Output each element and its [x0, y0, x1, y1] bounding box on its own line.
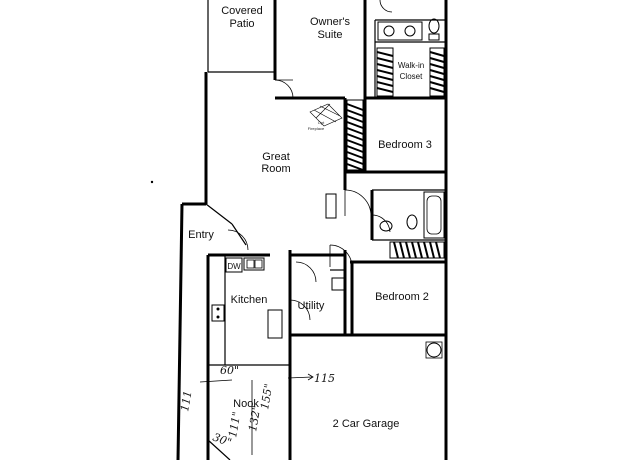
bedroom-2-label: Bedroom 2 [375, 291, 429, 303]
measurement-155: 155" [258, 383, 275, 411]
fixtures [211, 18, 445, 359]
nook-label: Nook [233, 398, 259, 410]
measurement-111b: 111 [178, 390, 194, 413]
walk-in-closet-label: Walk-in [398, 61, 424, 70]
walls [176, 0, 448, 460]
room-labels: Covered Patio Owner's Suite Walk-in Clos… [188, 5, 432, 430]
covered-patio-label-2: Patio [229, 18, 254, 30]
closet-hatching [309, 47, 445, 259]
fireplace-label-2: Fireplace [308, 126, 325, 131]
measurement-60: 60" [220, 364, 239, 377]
measurement-111: 111" [226, 411, 243, 439]
owners-suite-label-2: Suite [317, 29, 342, 41]
entry-label: Entry [188, 229, 214, 241]
stray-mark [150, 180, 154, 184]
measurement-115: 115 [314, 372, 335, 385]
garage-label: 2 Car Garage [333, 418, 400, 430]
measurement-132: 132" [246, 405, 263, 433]
covered-patio-label: Covered [221, 5, 263, 17]
great-room-label-2: Room [261, 163, 290, 175]
owners-suite-label: Owner's [310, 16, 350, 28]
handwritten-measurements: 60" 115 155" 132" 111" 30" 111 [178, 364, 335, 455]
dishwasher-label: DW [227, 262, 241, 271]
walk-in-closet-label-2: Closet [400, 72, 423, 81]
bedroom-3-label: Bedroom 3 [378, 139, 432, 151]
fixture-labels: DW Opt Fireplace [227, 120, 325, 271]
doors [227, 0, 393, 321]
kitchen-label: Kitchen [231, 294, 268, 306]
great-room-label: Great [262, 151, 290, 163]
measurement-30: 30" [211, 431, 233, 450]
fireplace-label: Opt [318, 120, 325, 125]
utility-label: Utility [298, 300, 325, 312]
